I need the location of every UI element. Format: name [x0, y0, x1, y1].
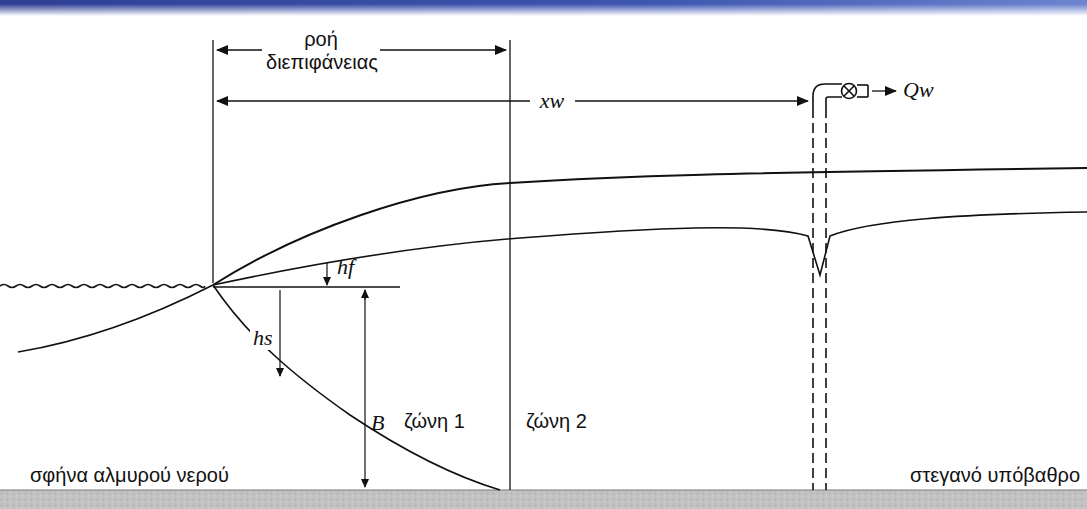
depth-symbol: hs	[250, 325, 276, 350]
bedrock-top	[0, 490, 1087, 491]
b-arrow	[364, 290, 365, 487]
dimension-arrow	[575, 100, 808, 101]
saltwater-interface	[213, 285, 500, 490]
b-arrow	[364, 290, 365, 300]
aquifer-lines	[0, 40, 1087, 490]
bedrock-band	[0, 490, 1087, 509]
discharge-symbol: Qw	[903, 77, 934, 102]
thickness-symbol: B	[371, 410, 384, 435]
sea-level-reference	[213, 286, 400, 288]
zone-label: ζώνη 2	[526, 410, 587, 433]
ground-surface	[213, 168, 1087, 285]
sea-surface	[0, 285, 205, 288]
bracket-line	[212, 40, 213, 283]
region-label: στεγανό υπόβαθρο	[910, 464, 1080, 487]
distance-symbol: xw	[537, 88, 567, 113]
hf-arrow	[326, 262, 327, 285]
hs-arrow	[279, 290, 280, 376]
zone-label: ζώνη 1	[404, 410, 465, 433]
dimension-arrow	[217, 49, 262, 50]
sea-floor	[18, 285, 213, 352]
piezometric-surface	[213, 212, 1087, 285]
region-label: σφήνα αλμυρού νερού	[30, 464, 229, 487]
header-band	[0, 0, 1087, 16]
dimension-arrow	[380, 49, 506, 50]
well-symbol	[813, 84, 896, 491]
head-symbol: hf	[337, 254, 354, 279]
dimension-arrow	[217, 100, 530, 101]
flow-zone-label: ροή διεπιφάνειας	[266, 28, 376, 74]
zone-boundary	[509, 40, 510, 490]
